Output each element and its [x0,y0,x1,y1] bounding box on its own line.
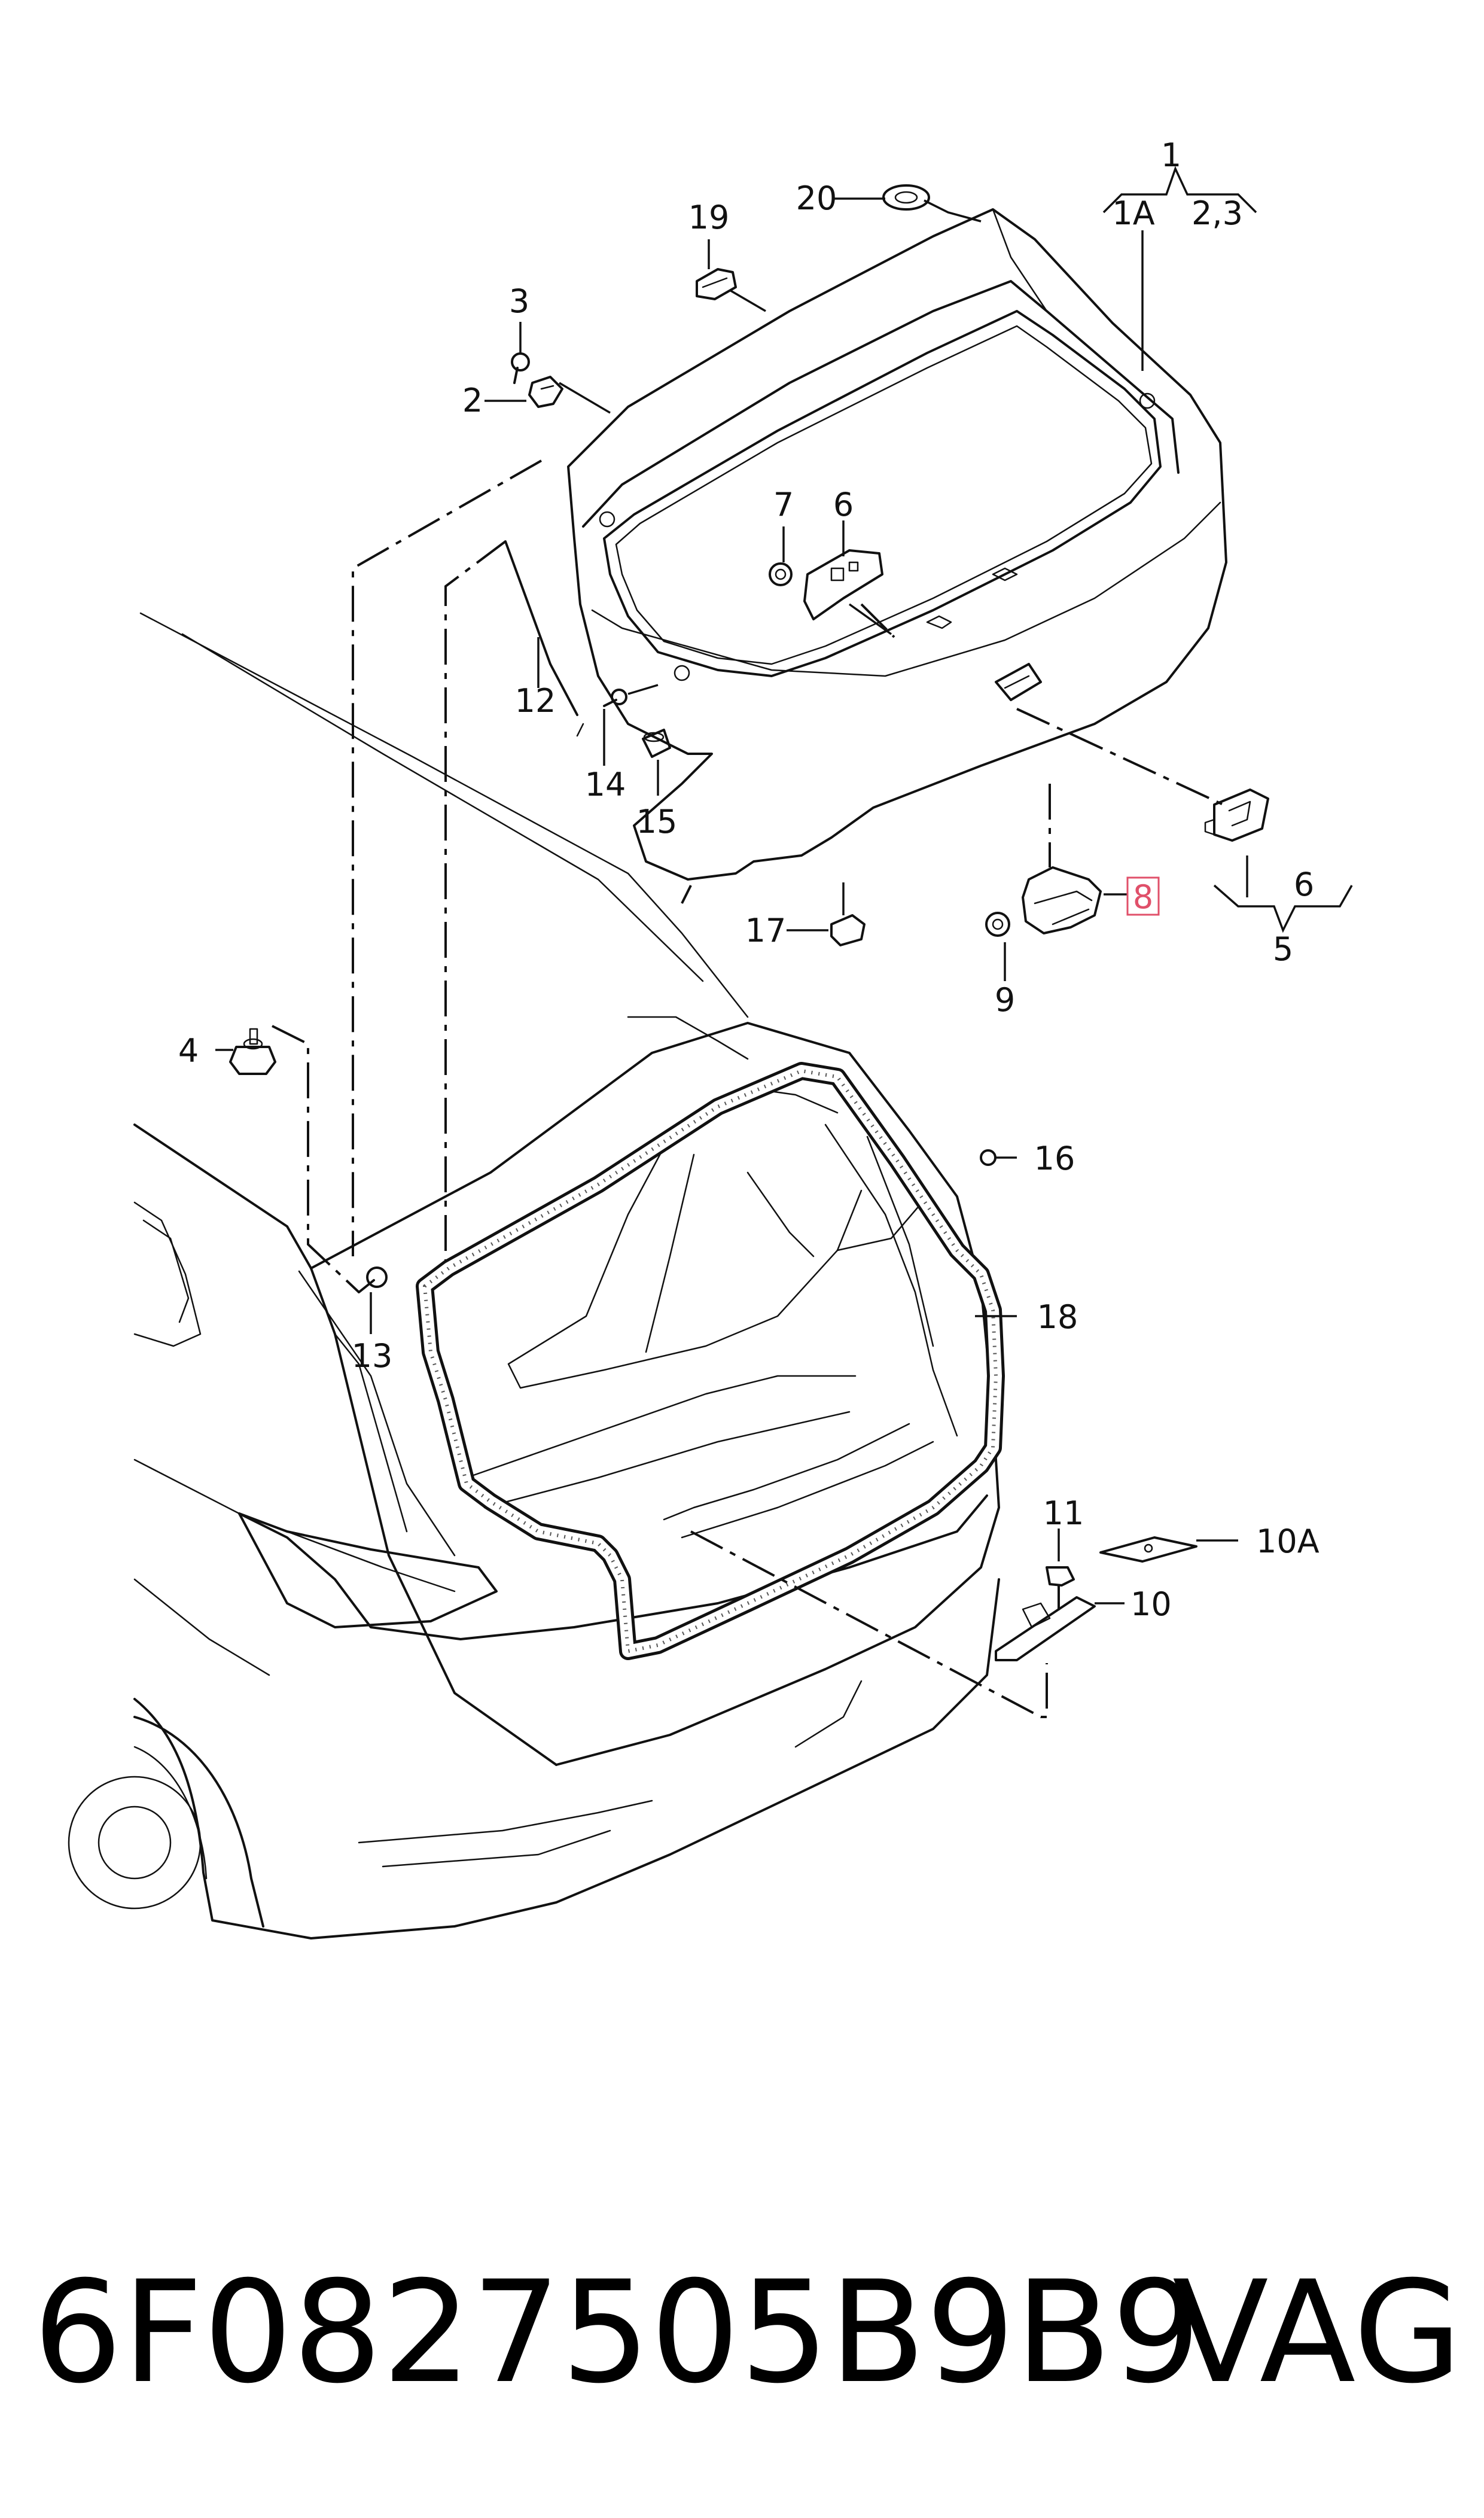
leader-lines [215,166,1353,1604]
label-15: 15 [636,803,678,841]
part-number-text: 6F0827505B9B9 [33,2251,1201,2415]
label-7: 7 [773,486,794,523]
brand-text: VAG [1172,2251,1462,2415]
label-6-top: 6 [833,486,854,523]
label-12: 12 [515,682,556,720]
part-5-emblem-handle [1204,788,1269,842]
part-9-nut [985,912,1010,937]
label-11: 11 [1043,1494,1084,1532]
tailgate-panel [567,208,1227,881]
part-14-ball-stud [603,689,627,707]
label-19: 19 [688,199,730,236]
part-labels: 1 1A 2,3 20 19 3 2 7 6 12 14 15 17 8 9 6… [178,136,1320,1623]
part-16-washer [980,1149,997,1166]
label-9: 9 [995,981,1015,1019]
part-13-bolt [358,1266,388,1293]
label-10A: 10A [1256,1523,1320,1560]
label-14: 14 [585,766,626,803]
label-6-right: 6 [1294,866,1314,903]
door-seal [416,1062,1005,1660]
part-7-nut [769,562,793,586]
part-11-bolt [1046,1566,1075,1610]
part-6-bracket [803,549,883,620]
part-20-cap [882,184,930,211]
part-10-striker [995,1596,1096,1661]
label-2: 2 [462,382,483,419]
label-1A: 1A [1112,194,1154,232]
label-10: 10 [1130,1585,1172,1623]
label-20: 20 [796,179,837,217]
part-15-buffer [642,729,671,758]
label-18: 18 [1037,1298,1078,1336]
label-17: 17 [745,912,787,949]
part-3-bolt [511,352,530,384]
label-13: 13 [352,1337,393,1375]
part-8-lock-motor [1022,866,1102,934]
label-2-3: 2,3 [1192,194,1243,232]
label-16: 16 [1034,1140,1075,1177]
car-body-outline [68,612,1000,1940]
assembly-dash-lines [272,459,1224,1718]
part-19-bracket [696,268,737,300]
part-4-nut [229,1028,276,1075]
part-17-buffer [830,914,866,946]
label-1: 1 [1161,136,1181,174]
highlight-box-8 [1126,876,1160,916]
label-5: 5 [1273,930,1293,968]
part-10A-plate [1099,1536,1197,1563]
label-8: 8 [1133,878,1153,916]
label-4: 4 [178,1032,199,1070]
part-12-gas-strut [504,540,584,737]
part-2-hinge [528,376,563,408]
label-3: 3 [509,282,529,320]
